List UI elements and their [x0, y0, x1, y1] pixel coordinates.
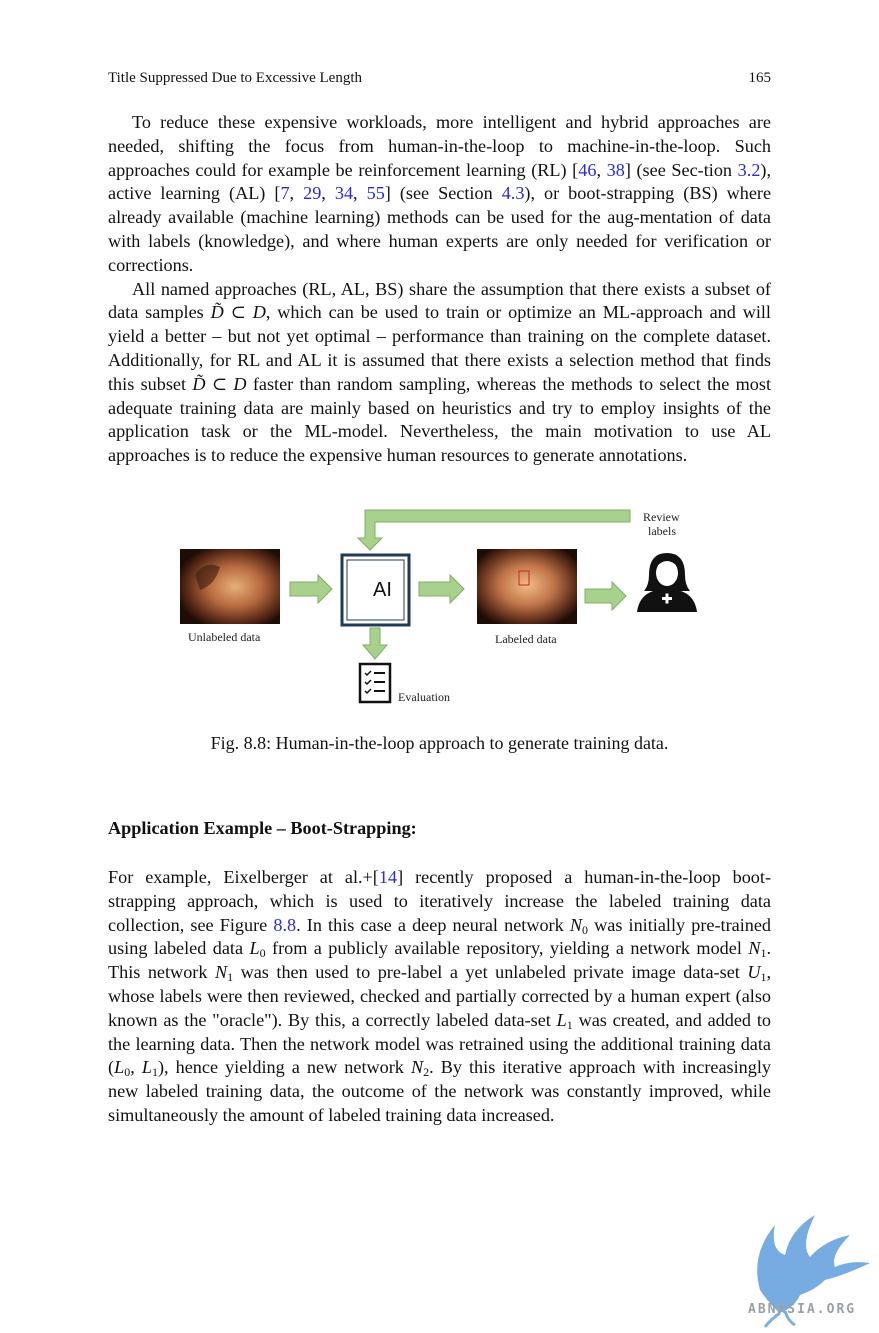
- section-link[interactable]: 3.2: [737, 159, 761, 180]
- citation-link[interactable]: 14: [378, 867, 398, 887]
- math-subset: D̃ ⊂ D: [210, 302, 266, 323]
- arrow-unlabeled-to-ai: [289, 573, 333, 605]
- unlabeled-image-texture: [195, 564, 220, 590]
- figure-caption: Fig. 8.8: Human-in-the-loop approach to …: [210, 733, 669, 753]
- watermark-text: ABNASIA.ORG: [748, 1302, 857, 1317]
- arrow-labeled-to-expert: [584, 580, 627, 612]
- citation-link[interactable]: 7: [280, 183, 290, 204]
- arrow-ai-to-evaluation: [361, 627, 389, 660]
- citation-link[interactable]: 38: [606, 159, 625, 180]
- unlabeled-data-label: Unlabeled data: [188, 630, 261, 644]
- labeled-data-label: Labeled data: [495, 632, 557, 646]
- math-subset: D̃ ⊂ D: [192, 373, 247, 394]
- review-labels-label-1: Review: [643, 510, 680, 524]
- section-link[interactable]: 4.3: [501, 183, 525, 204]
- labeled-image: [477, 549, 577, 624]
- paragraph-2: All named approaches (RL, AL, BS) share …: [108, 278, 772, 466]
- label-marker: [518, 570, 530, 586]
- running-title: Title Suppressed Due to Excessive Length: [108, 70, 362, 86]
- figure-diagram: [180, 509, 697, 704]
- unlabeled-image: [180, 549, 280, 624]
- paragraph-1: To reduce these expensive workloads, mor…: [108, 112, 772, 275]
- figure-8-8: AI Unlabeled data Labeled data Review la…: [175, 505, 705, 715]
- page-number: 165: [748, 70, 772, 86]
- running-header: Title Suppressed Due to Excessive Length…: [108, 70, 771, 90]
- citation-link[interactable]: 34: [334, 183, 354, 204]
- section-title: Application Example – Boot-Strapping:: [108, 818, 417, 838]
- body-text-bottom: For example, Eixelberger at al.+[14] rec…: [108, 866, 771, 1128]
- human-expert-icon: [637, 553, 697, 612]
- review-feedback-arrow: [356, 509, 631, 551]
- citation-link[interactable]: 55: [366, 183, 385, 204]
- body-text-top: To reduce these expensive workloads, mor…: [108, 111, 771, 468]
- evaluation-checklist-icon: [358, 662, 392, 704]
- paragraph-3: For example, Eixelberger at al.+[14] rec…: [108, 867, 772, 1125]
- ai-box-inner: [346, 559, 405, 621]
- citation-link[interactable]: 46: [578, 159, 597, 180]
- ai-label: AI: [373, 579, 392, 601]
- citation-link[interactable]: 29: [303, 183, 322, 204]
- figure-link[interactable]: 8.8: [273, 914, 297, 935]
- arrow-ai-to-labeled: [418, 573, 465, 605]
- evaluation-label: Evaluation: [398, 690, 450, 704]
- watermark-bird-logo: [757, 1215, 870, 1328]
- review-labels-label-2: labels: [648, 524, 676, 538]
